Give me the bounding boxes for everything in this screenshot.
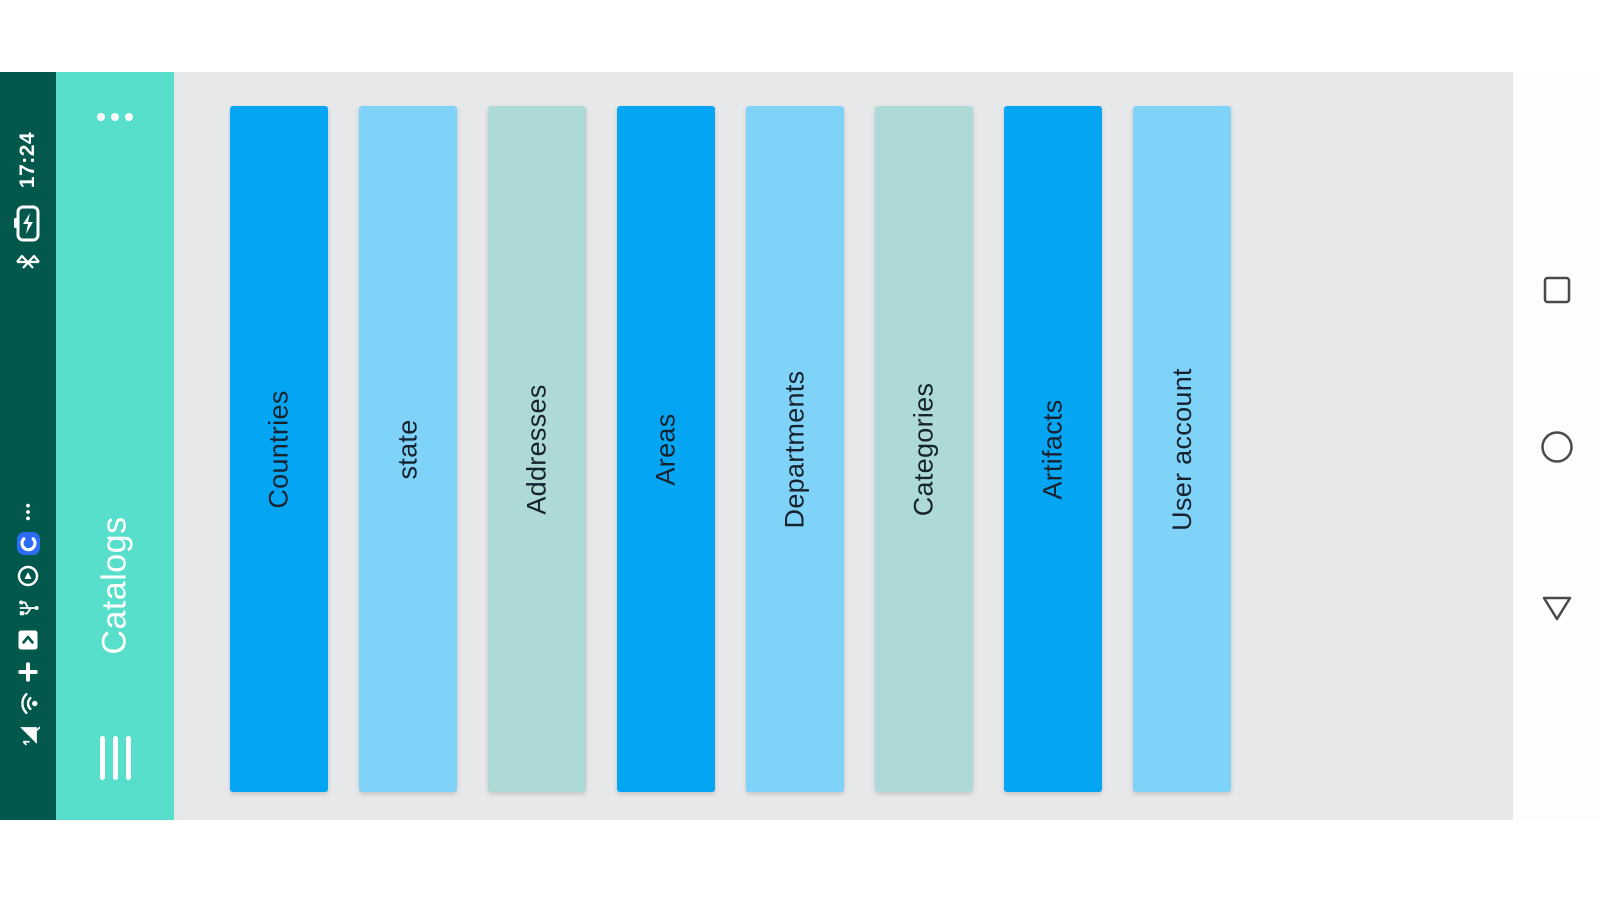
- notification-icon-stack: [0, 500, 56, 748]
- app-bar: Catalogs: [56, 72, 174, 820]
- hamburger-line: [99, 736, 105, 780]
- catalog-item-label: Artifacts: [1037, 398, 1068, 500]
- home-button[interactable]: [1513, 429, 1600, 465]
- hamburger-line: [112, 736, 118, 780]
- battery-charging-icon: [0, 200, 56, 246]
- screenshot-app-icon: [16, 628, 40, 652]
- catalog-list: Countries state Addresses Areas Departments C…: [174, 72, 1513, 820]
- recents-square-icon: [1543, 276, 1570, 304]
- page-title: Catalogs: [95, 515, 134, 655]
- clock-text: 17:24: [16, 131, 39, 189]
- plus-app-icon: [16, 660, 40, 684]
- catalog-item[interactable]: Departments: [746, 106, 844, 792]
- shutter-app-icon: [16, 564, 40, 588]
- catalog-item-label: User account: [1166, 367, 1197, 531]
- android-nav-bar: [1513, 72, 1600, 820]
- catalog-item[interactable]: state: [359, 106, 457, 792]
- catalog-item-label: Addresses: [521, 383, 552, 515]
- catalog-item-label: state: [392, 418, 423, 480]
- more-notifications-icon: [16, 500, 40, 524]
- status-bar-clock: 17:24: [0, 120, 56, 200]
- catalog-item[interactable]: Categories: [875, 106, 973, 792]
- phone-screen: 17:24: [0, 72, 1600, 820]
- wifi-status-icon: [16, 692, 40, 716]
- app-bar-title-box: Catalogs: [56, 516, 174, 654]
- overflow-dot: [125, 113, 133, 121]
- back-triangle-icon: [1542, 596, 1571, 621]
- hamburger-line: [125, 736, 131, 780]
- catalog-item-label: Departments: [779, 370, 810, 528]
- catalog-item[interactable]: Addresses: [488, 106, 586, 792]
- catalog-item-label: Categories: [908, 382, 939, 516]
- back-button[interactable]: [1513, 592, 1600, 624]
- bluetooth-icon: [0, 248, 56, 276]
- catalog-item[interactable]: Countries: [230, 106, 328, 792]
- catalog-item-label: Countries: [263, 389, 294, 509]
- home-circle-icon: [1540, 431, 1573, 463]
- usb-connected-icon: [16, 596, 40, 620]
- catalog-item-label: Areas: [650, 412, 681, 486]
- hamburger-menu-button[interactable]: [56, 736, 174, 780]
- catalog-item[interactable]: User account: [1133, 106, 1231, 792]
- catalog-item[interactable]: Artifacts: [1004, 106, 1102, 792]
- overflow-dot: [97, 113, 105, 121]
- catalog-item[interactable]: Areas: [617, 106, 715, 792]
- status-bar: 17:24: [0, 72, 56, 820]
- recents-button[interactable]: [1513, 275, 1600, 305]
- cellular-signal-icon: [16, 724, 40, 748]
- overflow-dot: [111, 113, 119, 121]
- overflow-menu-button[interactable]: [56, 113, 174, 121]
- chat-app-icon: [16, 532, 40, 556]
